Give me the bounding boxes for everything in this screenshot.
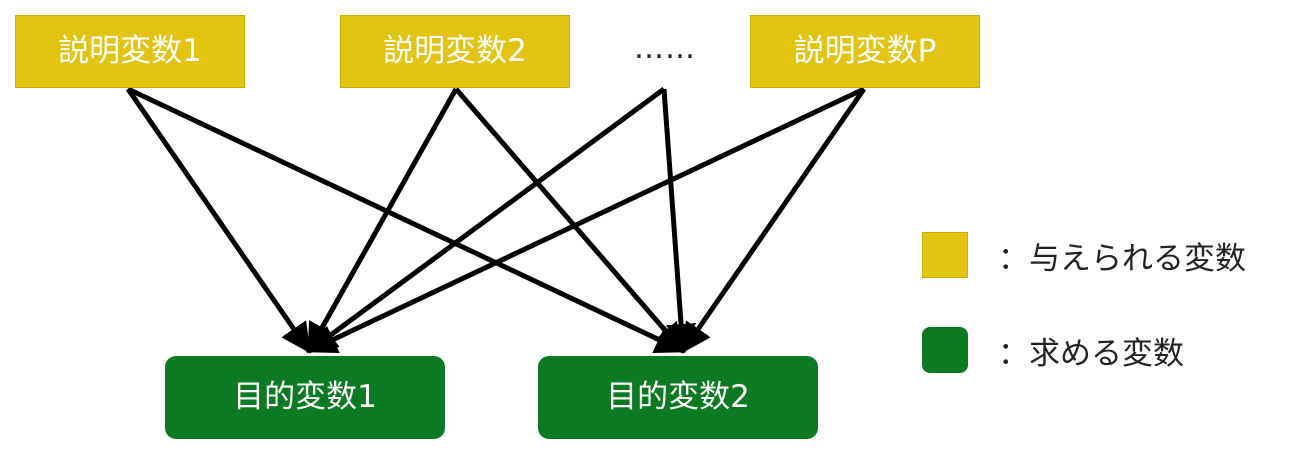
legend-given-label: ：与えられる変数: [998, 240, 1246, 277]
edge-ex1-to-ob1: [125, 87, 312, 354]
objective-variable-1-label: 目的変数1: [233, 379, 377, 415]
explanatory-variable-p-label: 説明変数P: [793, 33, 937, 69]
objective-variable-2-node: 目的変数2: [538, 356, 818, 439]
objective-variable-2-label: 目的変数2: [606, 379, 750, 415]
legend-given-swatch: [922, 232, 968, 278]
legend-target-swatch: [922, 327, 968, 373]
explanatory-variable-2-node: 説明変数2: [340, 15, 570, 88]
edge-ex2-to-ob1: [306, 87, 459, 354]
objective-variable-1-node: 目的変数1: [165, 356, 445, 439]
edge-ex1-to-ob2: [126, 86, 686, 354]
explanatory-variable-2-label: 説明変数2: [383, 33, 527, 69]
legend-given-row: ：与えられる変数: [922, 232, 1246, 278]
explanatory-variable-1-node: 説明変数1: [15, 15, 245, 88]
explanatory-variable-1-label: 説明変数1: [58, 33, 202, 69]
legend-target-label: ：求める変数: [998, 335, 1184, 372]
edge-exP-to-ob1: [306, 86, 866, 354]
edge-ellipsis-to-ob1: [306, 86, 666, 354]
explanatory-ellipsis: ……: [634, 31, 696, 66]
edge-exP-to-ob2: [680, 87, 867, 354]
explanatory-variable-p-node: 説明変数P: [750, 15, 980, 88]
edges-group: [125, 86, 867, 354]
edge-ellipsis-to-ob2: [661, 88, 697, 354]
edge-ex2-to-ob2: [454, 87, 685, 354]
legend-target-row: ：求める変数: [922, 327, 1184, 373]
